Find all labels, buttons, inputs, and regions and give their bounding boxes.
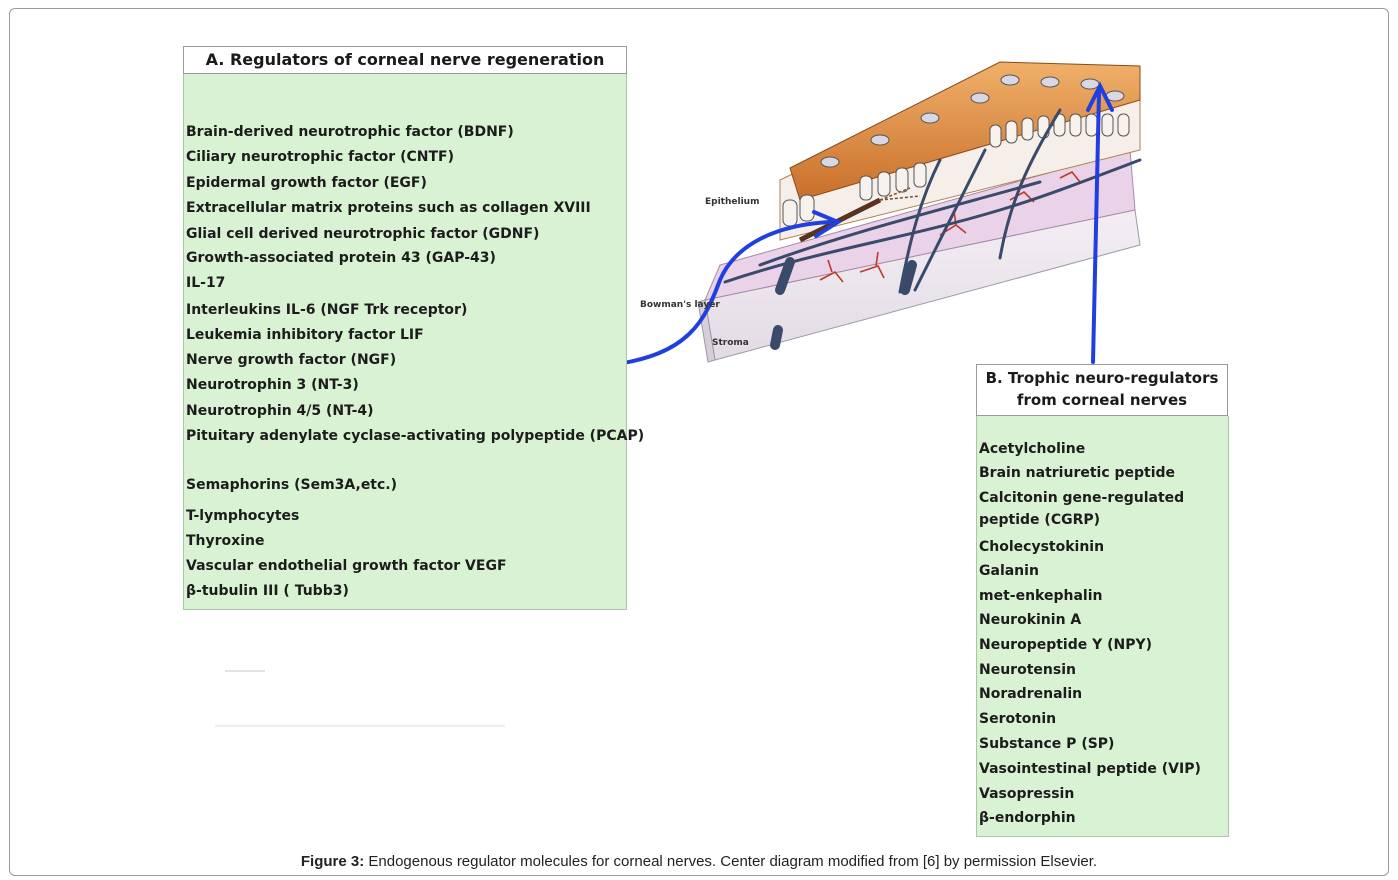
list-item: Thyroxine [186,533,265,549]
list-item: Acetylcholine [979,441,1086,457]
list-item: Galanin [979,563,1039,579]
list-item: peptide (CGRP) [979,512,1101,528]
panel-a-title: A. Regulators of corneal nerve regenerat… [183,46,627,74]
list-item: Brain natriuretic peptide [979,465,1176,481]
list-item: Semaphorins (Sem3A,etc.) [186,477,398,493]
list-item: Neuropeptide Y (NPY) [979,637,1153,653]
list-item: Glial cell derived neurotrophic factor (… [186,226,540,242]
list-item: Noradrenalin [979,686,1083,702]
list-item: Brain-derived neurotrophic factor (BDNF) [186,124,514,140]
label-stroma: Stroma [712,338,749,348]
caption-label: Figure 3: [300,853,365,870]
list-item: Neurotensin [979,662,1076,678]
nerve-fibers [723,108,1142,294]
arrow-b-to-diagram [1086,81,1114,364]
list-item: Vasointestinal peptide (VIP) [979,761,1201,777]
list-item: T-lymphocytes [186,508,300,524]
list-item: Interleukins IL-6 (NGF Trk receptor) [186,302,468,318]
label-bowmans-layer: Bowman's layer [640,300,720,310]
list-item: Vascular endothelial growth factor VEGF [186,558,507,574]
label-epithelium: Epithelium [705,197,760,207]
list-item: Epidermal growth factor (EGF) [186,175,427,191]
panel-b-list: Acetylcholine Brain natriuretic peptide … [976,416,1229,837]
list-item: Vasopressin [979,786,1075,802]
list-item: β-tubulin III ( Tubb3) [186,583,349,599]
list-item: β-endorphin [979,810,1076,826]
figure-frame [9,8,1389,876]
scan-artifact [215,725,505,727]
list-item: Leukemia inhibitory factor LIF [186,327,424,343]
list-item: Pituitary adenylate cyclase-activating p… [186,428,645,444]
list-item: Neurotrophin 4/5 (NT-4) [186,403,374,419]
list-item: Cholecystokinin [979,539,1105,555]
list-item: Extracellular matrix proteins such as co… [186,200,591,216]
panel-a-list: Brain-derived neurotrophic factor (BDNF)… [183,74,644,610]
list-item: Calcitonin gene-regulated [979,490,1185,506]
list-item: Neurokinin A [979,612,1082,628]
list-item: Ciliary neurotrophic factor (CNTF) [186,149,454,165]
list-item: Substance P (SP) [979,736,1115,752]
list-item: Nerve growth factor (NGF) [186,352,397,368]
scan-artifact [225,670,265,672]
panel-b-title: B. Trophic neuro-regulators from corneal… [976,364,1228,416]
panel-b-title-line2: from corneal nerves [1016,391,1188,409]
figure-caption: Figure 3: Endogenous regulator molecules… [0,853,1398,870]
intraepithelial-nerve [798,197,882,243]
caption-text: Endogenous regulator molecules for corne… [364,853,1098,870]
epithelial-cells [782,61,1141,227]
list-item: Growth-associated protein 43 (GAP-43) [186,250,496,266]
list-item: Serotonin [979,711,1057,727]
list-item: IL-17 [186,275,226,291]
list-item: met-enkephalin [979,588,1103,604]
list-item: Neurotrophin 3 (NT-3) [186,377,359,393]
arrow-a-to-diagram [608,210,843,367]
panel-b-title-line1: B. Trophic neuro-regulators [985,369,1219,387]
bowmans-layer [704,149,1136,301]
